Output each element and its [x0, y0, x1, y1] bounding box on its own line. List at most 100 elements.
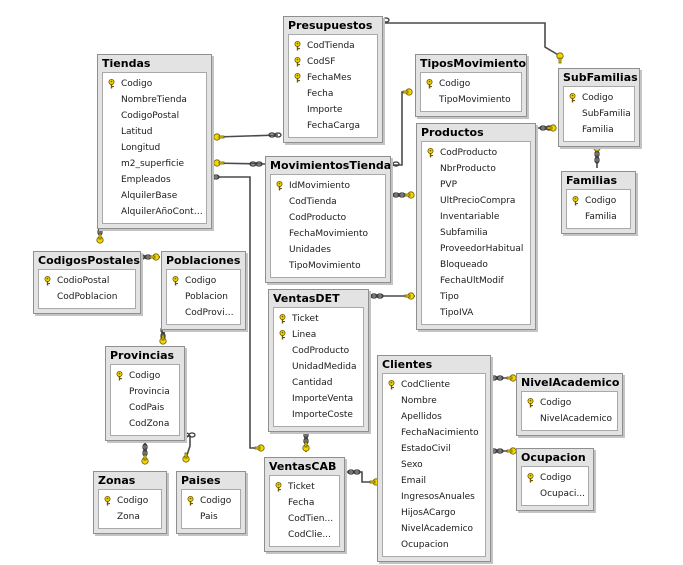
column-row[interactable]: Cantidad — [274, 375, 363, 391]
column-row[interactable]: TipoMovimiento — [271, 258, 385, 274]
table-title[interactable]: Ocupacion — [521, 451, 586, 464]
column-row[interactable]: Apellidos — [383, 409, 485, 425]
column-row[interactable]: Importe — [289, 102, 377, 118]
column-row[interactable]: Familia — [567, 209, 630, 225]
column-row[interactable]: UnidadMedida — [274, 359, 363, 375]
column-row[interactable]: TipoMovimiento — [421, 92, 521, 108]
column-row[interactable]: CodPais — [111, 400, 179, 416]
column-row[interactable]: CodProvincia — [167, 305, 240, 321]
column-row[interactable]: Pais — [182, 509, 240, 525]
column-row[interactable]: Poblacion — [167, 289, 240, 305]
column-row[interactable]: Ticket — [274, 311, 363, 327]
table-title[interactable]: VentasCAB — [269, 460, 337, 473]
table-title[interactable]: SubFamilias — [563, 71, 638, 84]
rel-subfamilias-presupuestos[interactable] — [383, 22, 561, 57]
column-row[interactable]: NivelAcademico — [383, 521, 485, 537]
table-title[interactable]: Poblaciones — [166, 254, 241, 267]
column-row[interactable]: ProveedorHabitual — [422, 241, 530, 257]
column-row[interactable]: Bloqueado — [422, 257, 530, 273]
column-row[interactable]: Linea — [274, 327, 363, 343]
column-row[interactable]: Tipo — [422, 289, 530, 305]
column-row[interactable]: EstadoCivil — [383, 441, 485, 457]
column-row[interactable]: IdMovimiento — [271, 178, 385, 194]
rel-paises-provincias[interactable] — [183, 435, 191, 459]
column-row[interactable]: CodTienda — [289, 38, 377, 54]
column-row[interactable]: AlquilerAñoContr... — [103, 204, 206, 220]
column-row[interactable]: Zona — [99, 509, 161, 525]
table-title[interactable]: CodigosPostales — [38, 254, 140, 267]
column-row[interactable]: FechaMovimiento — [271, 226, 385, 242]
column-row[interactable]: SubFamilia — [564, 106, 634, 122]
column-row[interactable]: Ticket — [270, 479, 339, 495]
table-title[interactable]: MovimientosTiendas — [270, 159, 390, 172]
column-row[interactable]: Latitud — [103, 124, 206, 140]
table-title[interactable]: Presupuestos — [288, 19, 373, 32]
column-row[interactable]: Codigo — [99, 493, 161, 509]
table-title[interactable]: Clientes — [382, 358, 433, 371]
column-row[interactable]: m2_superficie — [103, 156, 206, 172]
table-title[interactable]: TiposMovimientos — [420, 57, 526, 70]
table-title[interactable]: Familias — [566, 174, 618, 187]
column-row[interactable]: CodProducto — [274, 343, 363, 359]
column-row[interactable]: FechaMes — [289, 70, 377, 86]
column-row[interactable]: Provincia — [111, 384, 179, 400]
column-row[interactable]: Unidades — [271, 242, 385, 258]
column-row[interactable]: Ocupaci... — [522, 486, 588, 502]
column-row[interactable]: CodTienda — [271, 194, 385, 210]
column-row[interactable]: Fecha — [270, 495, 339, 511]
column-row[interactable]: CodProducto — [422, 145, 530, 161]
column-row[interactable]: CodCliente — [383, 377, 485, 393]
column-row[interactable]: Fecha — [289, 86, 377, 102]
column-row[interactable]: Codigo — [111, 368, 179, 384]
column-row[interactable]: Sexo — [383, 457, 485, 473]
column-row[interactable]: Codigo — [182, 493, 240, 509]
column-row[interactable]: NbrProducto — [422, 161, 530, 177]
column-row[interactable]: Codigo — [567, 193, 630, 209]
rel-tiendas-presupuestos[interactable] — [215, 134, 279, 138]
table-title[interactable]: Paises — [181, 474, 221, 487]
column-row[interactable]: FechaUltModif — [422, 273, 530, 289]
column-row[interactable]: Codigo — [167, 273, 240, 289]
table-title[interactable]: Provincias — [110, 349, 175, 362]
table-title[interactable]: Productos — [421, 126, 484, 139]
column-row[interactable]: Inventariable — [422, 209, 530, 225]
column-row[interactable]: CodioPostal — [39, 273, 135, 289]
column-row[interactable]: HijosACargo — [383, 505, 485, 521]
column-row[interactable]: PVP — [422, 177, 530, 193]
rel-tipos-movimientos[interactable] — [387, 91, 410, 166]
column-row[interactable]: Subfamilia — [422, 225, 530, 241]
column-row[interactable]: ImporteVenta — [274, 391, 363, 407]
column-row[interactable]: Codigo — [522, 395, 617, 411]
column-row[interactable]: CodProducto — [271, 210, 385, 226]
column-row[interactable]: Email — [383, 473, 485, 489]
column-row[interactable]: NivelAcademico — [522, 411, 617, 427]
column-row[interactable]: Codigo — [522, 470, 588, 486]
table-title[interactable]: NivelAcademico — [521, 376, 620, 389]
column-row[interactable]: Longitud — [103, 140, 206, 156]
column-row[interactable]: FechaCarga — [289, 118, 377, 134]
column-row[interactable]: NombreTienda — [103, 92, 206, 108]
table-title[interactable]: Zonas — [98, 474, 136, 487]
column-row[interactable]: CodTien... — [270, 511, 339, 527]
column-row[interactable]: Ocupacion — [383, 537, 485, 553]
column-row[interactable]: CodZona — [111, 416, 179, 432]
table-title[interactable]: Tiendas — [102, 57, 151, 70]
column-row[interactable]: Codigo — [103, 76, 206, 92]
table-title[interactable]: VentasDET — [273, 292, 340, 305]
column-row[interactable]: CodSF — [289, 54, 377, 70]
column-row[interactable]: IngresosAnuales — [383, 489, 485, 505]
